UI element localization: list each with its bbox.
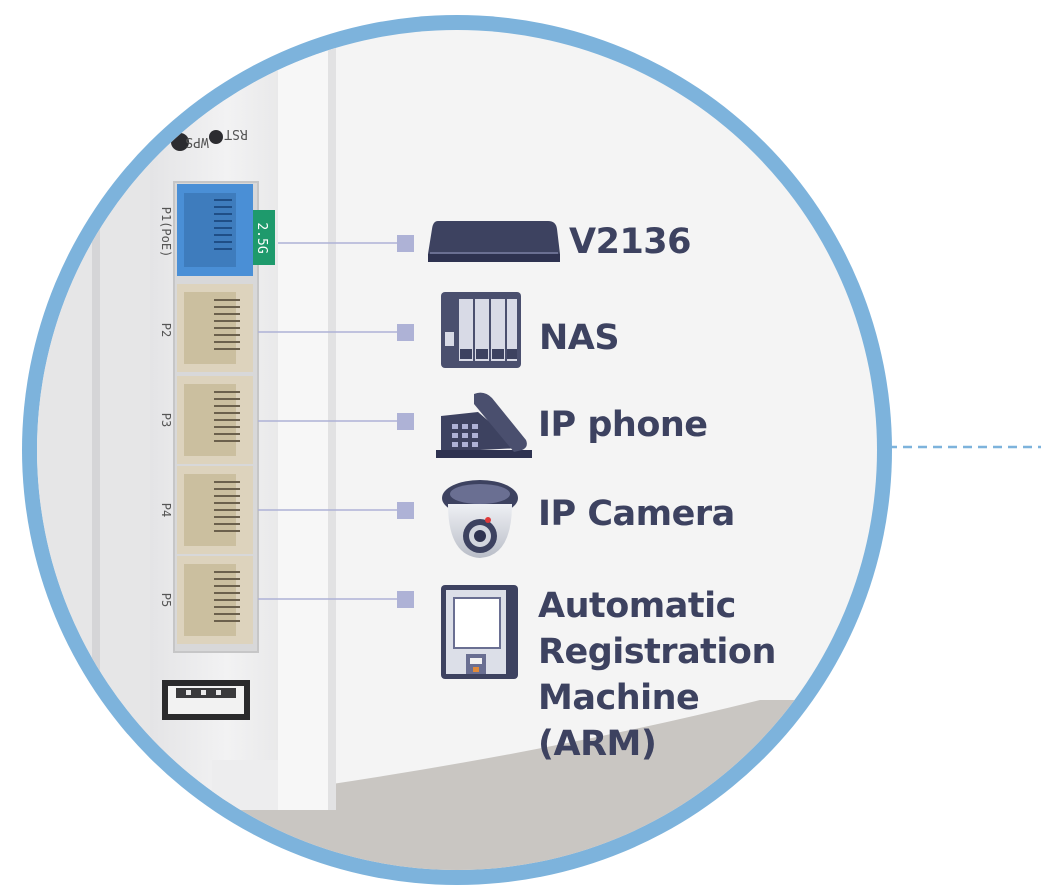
port-p5 <box>177 556 253 644</box>
connector-node-p1 <box>397 235 414 252</box>
arm-line-1: Automatic <box>538 586 736 626</box>
connector-node-p4 <box>397 502 414 519</box>
connector-node-p5 <box>397 591 414 608</box>
rst-label: RST <box>224 126 248 141</box>
connector-node-p2 <box>397 324 414 341</box>
device-side <box>276 40 334 810</box>
rst-button[interactable] <box>209 130 223 144</box>
device-label-ip-phone: IP phone <box>538 405 708 445</box>
device-label-v2136: V2136 <box>569 222 692 262</box>
badge-2-5g <box>253 210 275 265</box>
silk-label-p2: P2 <box>159 323 173 337</box>
wps-label: WPS <box>185 134 208 149</box>
device-side-shade <box>328 40 336 810</box>
silk-label-p5: P5 <box>159 593 173 607</box>
connector-node-p3 <box>397 413 414 430</box>
port-p4 <box>177 466 253 554</box>
device-label-nas: NAS <box>539 318 620 358</box>
silk-label-p4: P4 <box>159 503 173 517</box>
silk-label-p1: P1(PoE) <box>159 207 173 258</box>
nas-icon <box>441 292 521 368</box>
device-edge <box>92 40 100 840</box>
router-icon <box>428 221 560 262</box>
usb-port <box>162 680 250 720</box>
arm-line-2: Registration <box>538 632 776 672</box>
port-p3 <box>177 376 253 464</box>
silk-label-p3: P3 <box>159 413 173 427</box>
kiosk-icon <box>441 585 518 679</box>
desk-phone-icon <box>436 392 532 458</box>
dome-camera-icon <box>442 480 518 558</box>
connectors <box>258 242 397 600</box>
arm-line-4: (ARM) <box>538 724 657 764</box>
device-label-ip-camera: IP Camera <box>538 494 735 534</box>
arm-line-3: Machine <box>538 678 700 718</box>
badge-2-5g-text: 2.5G <box>254 222 269 253</box>
port-p2 <box>177 284 253 372</box>
device-label-arm: Automatic Registration Machine (ARM) <box>538 583 776 767</box>
port-p1 <box>177 184 253 276</box>
